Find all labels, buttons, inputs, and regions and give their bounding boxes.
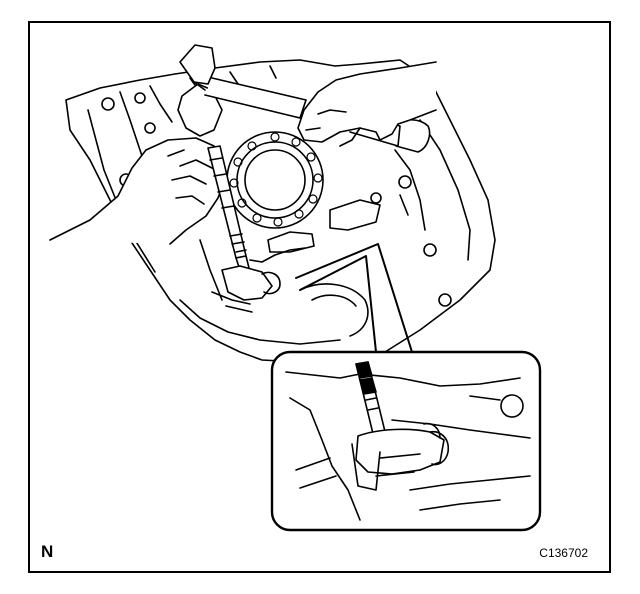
- hand-icon: [49, 137, 227, 245]
- transaxle-case: [65, 59, 496, 363]
- figure-code: C136702: [539, 546, 588, 560]
- corner-mark-n: N: [41, 542, 54, 561]
- hand-icon: [297, 61, 437, 147]
- bearing-icon: [226, 131, 324, 229]
- shift-lever: [211, 265, 281, 313]
- case-bolt-holes: [101, 92, 452, 307]
- pin-punch-icon: [207, 145, 253, 283]
- hammer-icon: [177, 44, 431, 153]
- detail-inset: [270, 350, 542, 532]
- callout-leader: [295, 243, 413, 353]
